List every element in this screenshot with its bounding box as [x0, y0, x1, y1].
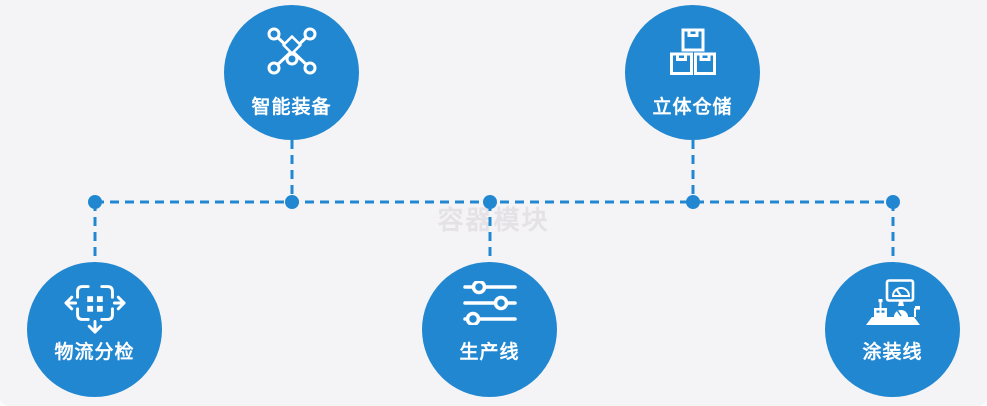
node-label: 智能装备 — [251, 96, 332, 118]
network-nodes-icon — [224, 22, 359, 80]
junction-dot — [285, 195, 299, 209]
node-smart-equipment: 智能装备 — [224, 5, 359, 140]
sliders-icon — [422, 274, 557, 332]
junction-dot — [686, 195, 700, 209]
node-label: 生产线 — [459, 341, 520, 363]
control-station-icon — [825, 274, 960, 332]
node-label: 立体仓储 — [652, 96, 733, 118]
junction-dot — [88, 195, 102, 209]
junction-dot — [483, 195, 497, 209]
sort-distribute-icon — [27, 274, 162, 334]
junction-dot — [886, 195, 900, 209]
stacked-boxes-icon — [625, 22, 760, 80]
watermark-text: 容器模块 — [437, 206, 550, 236]
node-logistics-sorting: 物流分检 — [27, 262, 162, 397]
node-production-line: 生产线 — [422, 262, 557, 397]
node-label: 物流分检 — [54, 341, 135, 363]
node-warehouse: 立体仓储 — [625, 5, 760, 140]
node-painting-line: 涂装线 — [825, 262, 960, 397]
node-label: 涂装线 — [862, 341, 923, 363]
